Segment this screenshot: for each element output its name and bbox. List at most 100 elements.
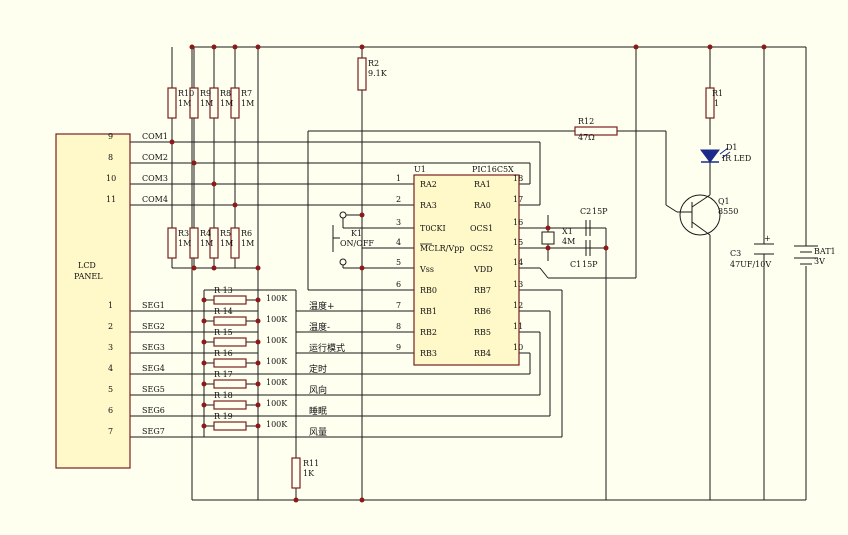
- seg-net: SEG3: [142, 343, 165, 352]
- pin-name: RA1: [474, 180, 491, 189]
- lcd-label-2: PANEL: [74, 272, 103, 281]
- pin-name: RB1: [420, 307, 437, 316]
- seg-pin-num: 1: [108, 301, 113, 310]
- pin-name: T0CKI: [420, 224, 446, 233]
- resistor-value: 100K: [266, 315, 288, 324]
- seg-pin-num: 5: [108, 385, 113, 394]
- com-pin-num: 9: [108, 132, 113, 141]
- r12-value: 47Ω: [578, 133, 595, 142]
- key-label: 风向: [309, 384, 327, 396]
- pin-num: 5: [396, 258, 401, 267]
- pin-num: 12: [513, 301, 523, 310]
- resistor-value: 100K: [266, 357, 288, 366]
- resistor-ref: R8: [220, 89, 231, 98]
- u1-chip: [413, 174, 520, 366]
- resistor-value: 1M: [178, 239, 191, 248]
- k1-label: ON/OFF: [340, 239, 374, 248]
- pin-num: 10: [513, 343, 523, 352]
- battery-bat1: [794, 245, 818, 265]
- pin-num: 18: [513, 174, 523, 183]
- com-pin-num: 10: [106, 174, 116, 183]
- resistor-value: 1M: [178, 99, 191, 108]
- r12-body: [574, 126, 618, 136]
- com-net: COM4: [142, 195, 168, 204]
- resistor-ref: R10: [178, 89, 194, 98]
- r1-value: 1: [714, 99, 719, 108]
- capacitors-c1-c2: [585, 220, 591, 256]
- lcd-label-1: LCD: [78, 261, 96, 270]
- resistor-ref: R 18: [214, 391, 233, 400]
- c1-value: 15P: [582, 260, 598, 269]
- pin-num: 14: [513, 258, 523, 267]
- r11-value: 1K: [303, 469, 315, 478]
- r11-body: [291, 457, 301, 489]
- key-label: 睡眠: [309, 405, 327, 417]
- lcd-panel: [55, 133, 131, 469]
- pin-name: OCS1: [470, 224, 493, 233]
- resistor-value: 100K: [266, 399, 288, 408]
- c2-ref: C2: [580, 207, 591, 216]
- seg-resistor-bodies: [204, 295, 258, 431]
- ir-led-d1: [700, 147, 731, 163]
- pullup-resistor-bodies: [167, 87, 240, 259]
- seg-pin-num: 2: [108, 322, 113, 331]
- resistor-value: 100K: [266, 420, 288, 429]
- r2-ref: R2: [368, 59, 379, 68]
- transistor-q1: [677, 194, 721, 236]
- pin-num: 15: [513, 238, 523, 247]
- resistor-value: 100K: [266, 378, 288, 387]
- seg-net: SEG1: [142, 301, 165, 310]
- r12-ref: R12: [578, 117, 594, 126]
- pin-name: RA3: [420, 201, 437, 210]
- bat1-value: 3V: [814, 257, 825, 266]
- pin-name: RB3: [420, 349, 437, 358]
- resistor-ref: R 17: [214, 370, 233, 379]
- c3-ref: C3: [730, 249, 741, 258]
- pin-name: RB5: [474, 328, 491, 337]
- r2-value: 9.1K: [368, 69, 388, 78]
- com-pin-num: 8: [108, 153, 113, 162]
- resistor-ref: R 19: [214, 412, 233, 421]
- pin-num: 3: [396, 218, 401, 227]
- resistor-value: 1M: [220, 239, 233, 248]
- resistor-ref: R 15: [214, 328, 233, 337]
- switch-k1: [332, 211, 347, 266]
- pin-num: 4: [396, 238, 401, 247]
- resistor-value: 1M: [200, 99, 213, 108]
- pin-name: RB6: [474, 307, 491, 316]
- resistor-value: 100K: [266, 294, 288, 303]
- pin-name: Vss: [419, 265, 434, 274]
- resistor-ref: R6: [241, 229, 252, 238]
- u1-ref: U1: [414, 165, 426, 174]
- seg-net: SEG2: [142, 322, 165, 331]
- resistor-value: 100K: [266, 336, 288, 345]
- c2-value: 15P: [592, 207, 608, 216]
- r2-body: [357, 57, 367, 91]
- x1-ref: X1: [562, 227, 573, 236]
- resistor-ref: R7: [241, 89, 252, 98]
- pin-name: RA2: [420, 180, 437, 189]
- c1-ref: C1: [570, 260, 581, 269]
- resistor-ref: R 16: [214, 349, 233, 358]
- seg-pin-num: 6: [108, 406, 113, 415]
- x1-value: 4M: [562, 237, 575, 246]
- resistor-value: 1M: [241, 239, 254, 248]
- u1-right-pins: 18 RA1 17 RA0 16 OCS1 15 OCS2 14 VDD 13 …: [470, 174, 523, 358]
- pin-num: 11: [513, 322, 523, 331]
- capacitor-c3: +: [754, 234, 774, 255]
- pin-num: 2: [396, 195, 401, 204]
- pin-num: 8: [396, 322, 401, 331]
- pin-name: VDD: [473, 265, 493, 274]
- resistor-value: 1M: [241, 99, 254, 108]
- seg-net: SEG6: [142, 406, 165, 415]
- k1-ref: K1: [351, 229, 362, 238]
- q1-ref: Q1: [718, 197, 730, 206]
- q1-value: 8550: [718, 207, 738, 216]
- r1-body: [705, 87, 715, 119]
- u1-left-pins: 1 RA2 2 RA3 3 T0CKI 4 MCLR/Vpp 5 Vss 6 R…: [396, 174, 464, 358]
- resistor-ref: R 14: [214, 307, 233, 316]
- seg-net: SEG7: [142, 427, 165, 436]
- seg-net: SEG4: [142, 364, 165, 373]
- resistor-ref: R 13: [214, 286, 233, 295]
